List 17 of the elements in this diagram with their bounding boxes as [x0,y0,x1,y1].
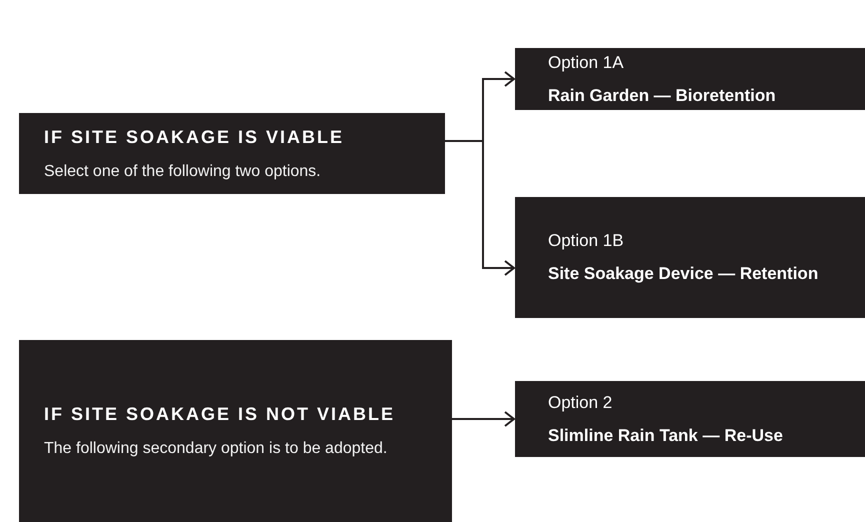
condition-box [19,113,445,194]
option-number: Option 1A [548,52,625,74]
option-title: Site Soakage Device — Retention [548,263,820,285]
condition-text: The following secondary option is to be adopted. [44,439,388,459]
option-title: Slimline Rain Tank — Re-Use [548,424,784,446]
option-box [515,381,865,457]
option-number: Option 1B [548,230,625,252]
option-box [515,197,865,318]
condition-heading: IF SITE SOAKAGE IS NOT VIABLE [44,403,396,426]
option-title: Rain Garden — Bioretention [548,84,777,106]
option-box [515,48,865,110]
condition-heading: IF SITE SOAKAGE IS VIABLE [44,126,346,148]
condition-text: Select one of the following two options. [44,162,322,182]
option-number: Option 2 [548,392,614,414]
arrow [445,140,515,276]
arrow [452,411,515,427]
condition-box [19,340,452,522]
